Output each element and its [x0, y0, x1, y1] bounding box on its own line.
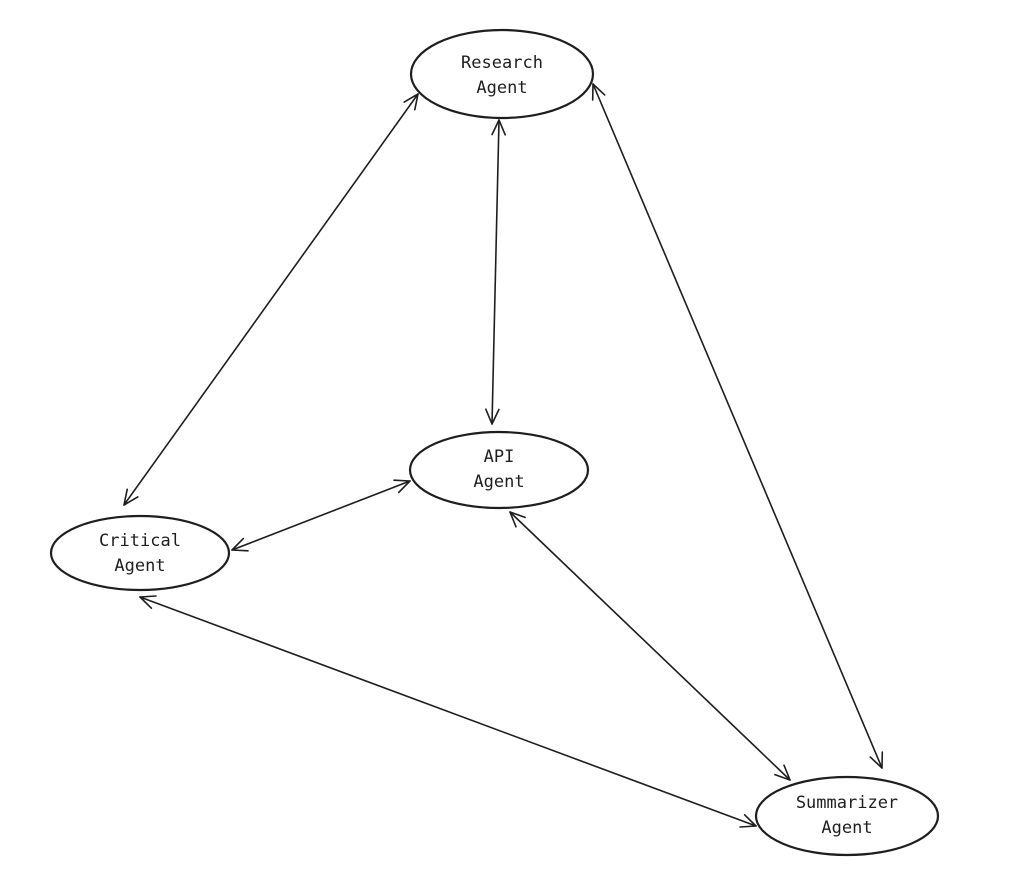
edges-layer — [123, 83, 884, 828]
critical-agent-label-line2: Agent — [114, 556, 165, 576]
arrowhead-summarizer-icon — [869, 751, 884, 769]
node-api[interactable]: API Agent — [408, 430, 590, 510]
edge-api-summarizer[interactable] — [509, 511, 791, 781]
edge-line-research-critical — [123, 93, 419, 506]
arrowhead-research-icon — [591, 83, 606, 101]
critical-agent-label-line1: Critical — [99, 531, 181, 551]
arrowhead-research-icon — [403, 93, 419, 111]
research-agent-label-line1: Research — [461, 53, 543, 73]
edge-research-api[interactable] — [485, 119, 506, 425]
summarizer-agent-label-line2: Agent — [821, 818, 872, 838]
api-agent-ellipse — [408, 430, 590, 510]
edge-line-api-summarizer — [509, 511, 791, 781]
edge-research-summarizer[interactable] — [591, 83, 884, 769]
edge-critical-summarizer[interactable] — [139, 595, 757, 828]
research-agent-label-line2: Agent — [476, 78, 527, 98]
arrowhead-summarizer-icon — [774, 764, 791, 781]
arrowhead-api-icon — [393, 479, 411, 494]
edge-critical-api[interactable] — [231, 479, 411, 552]
arrowhead-summarizer-icon — [739, 814, 757, 828]
node-research[interactable]: Research Agent — [409, 28, 595, 120]
summarizer-agent-label-line1: Summarizer — [796, 793, 898, 813]
edge-research-critical[interactable] — [123, 93, 419, 506]
research-agent-ellipse — [409, 28, 595, 120]
edge-line-research-api — [491, 119, 500, 425]
arrowhead-critical-icon — [231, 537, 249, 552]
arrowhead-critical-icon — [123, 488, 139, 506]
arrowhead-api-icon — [485, 408, 500, 425]
arrowhead-research-icon — [491, 119, 506, 136]
edge-line-critical-api — [231, 480, 411, 551]
node-critical[interactable]: Critical Agent — [49, 514, 231, 592]
arrowhead-critical-icon — [139, 595, 157, 609]
node-summarizer[interactable]: Summarizer Agent — [754, 775, 940, 857]
api-agent-label-line1: API — [484, 447, 515, 467]
api-agent-label-line2: Agent — [473, 472, 524, 492]
edge-line-research-summarizer — [592, 83, 883, 769]
critical-agent-ellipse — [49, 514, 231, 592]
summarizer-agent-ellipse — [754, 775, 940, 857]
edge-line-critical-summarizer — [139, 596, 757, 827]
arrowhead-api-icon — [509, 511, 526, 528]
